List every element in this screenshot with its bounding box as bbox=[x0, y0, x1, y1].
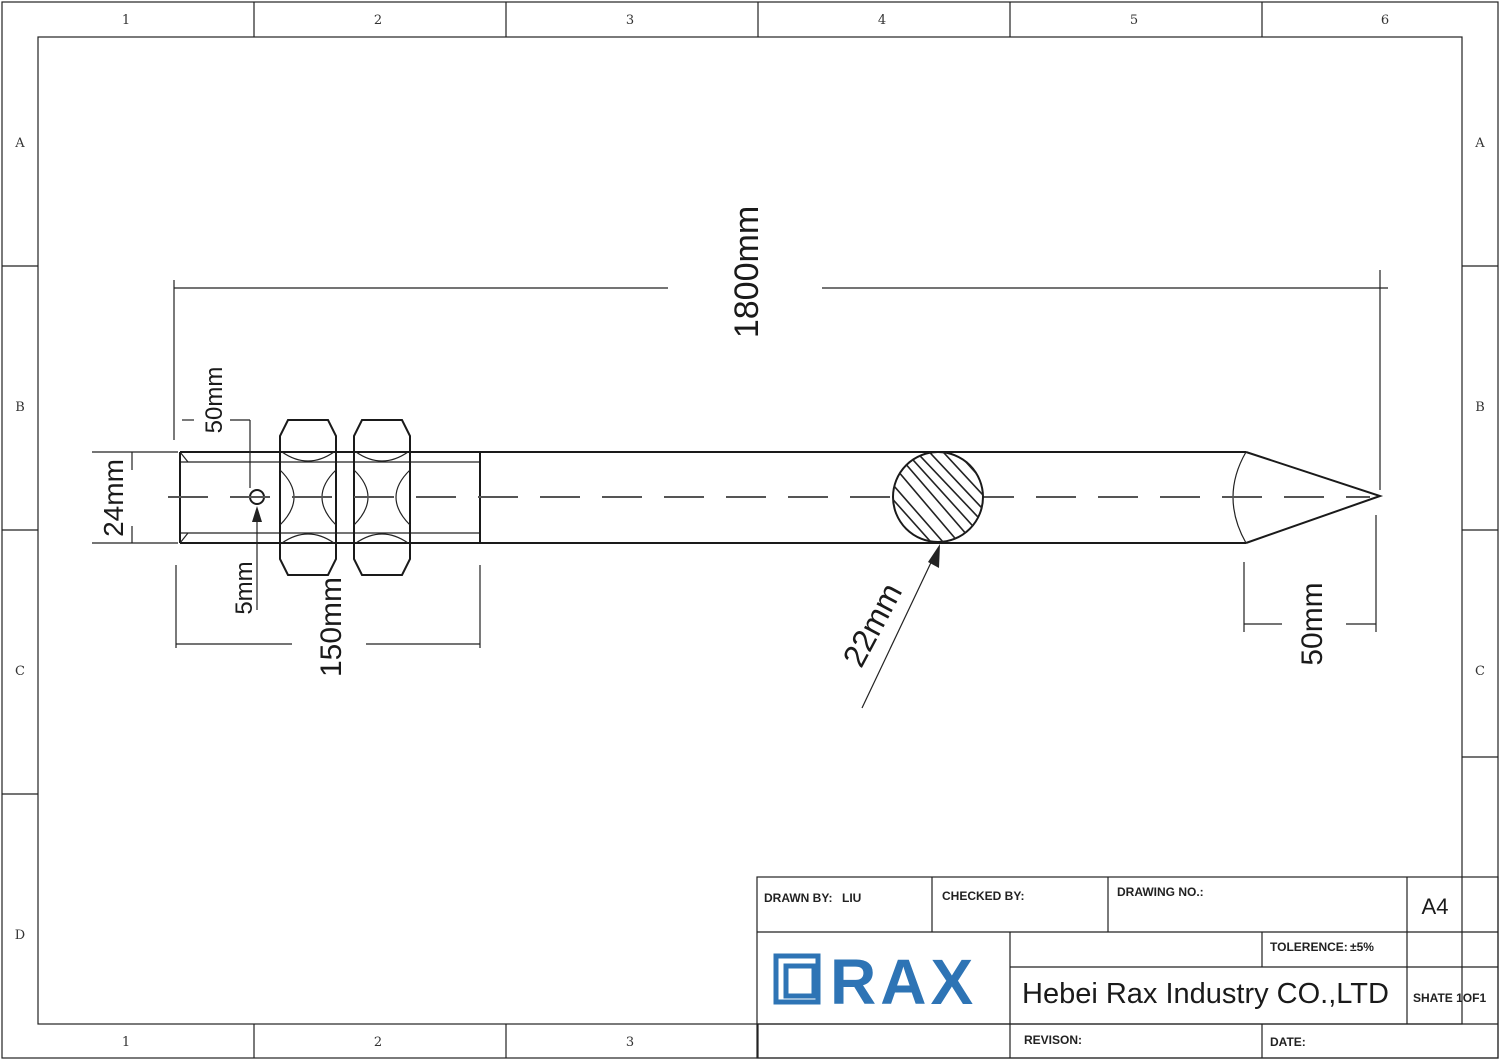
zone-col-6-top: 6 bbox=[1381, 13, 1389, 28]
tolerance-label: TOLERENCE: bbox=[1270, 940, 1348, 954]
checked-by-label: CHECKED BY: bbox=[942, 889, 1024, 903]
drawing-no-label: DRAWING NO.: bbox=[1117, 885, 1204, 899]
zone-col-4-top: 4 bbox=[878, 13, 886, 28]
dim-overall-length bbox=[173, 270, 1388, 490]
dim-thread-length bbox=[175, 565, 481, 648]
ground-rod-part bbox=[168, 419, 1384, 576]
label-rod-diameter: 22mm bbox=[836, 577, 910, 672]
label-thread-length: 150mm bbox=[315, 577, 348, 677]
dim-hole-diameter bbox=[252, 506, 262, 610]
drawn-by-label: DRAWN BY: bbox=[764, 891, 832, 905]
zone-col-1-top: 1 bbox=[122, 13, 130, 28]
zone-col-3-bottom: 3 bbox=[626, 1035, 634, 1050]
column-dividers bbox=[253, 2, 1263, 1058]
zone-col-1-bottom: 1 bbox=[122, 1035, 130, 1050]
label-hole-diameter: 5mm bbox=[231, 561, 258, 614]
zone-row-a-right: A bbox=[1474, 136, 1485, 151]
dim-rod-diameter bbox=[861, 544, 940, 709]
date-label: DATE: bbox=[1270, 1035, 1306, 1049]
dim-hole-offset bbox=[182, 419, 251, 488]
inner-frame bbox=[37, 36, 1463, 1025]
dim-thread-diameter bbox=[92, 451, 178, 544]
sheet-label: SHATE 1OF1 bbox=[1413, 991, 1486, 1005]
zone-col-3-top: 3 bbox=[626, 13, 634, 28]
zone-col-2-top: 2 bbox=[374, 13, 382, 28]
label-overall-length: 1800mm bbox=[728, 206, 766, 338]
zone-col-5-top: 5 bbox=[1130, 13, 1138, 28]
rax-logo: RAX bbox=[773, 946, 977, 1018]
zone-row-a-left: A bbox=[14, 136, 25, 151]
rod-tip bbox=[1245, 451, 1384, 544]
drawn-by-value: LIU bbox=[842, 891, 861, 905]
label-thread-diameter: 24mm bbox=[98, 459, 129, 537]
zone-row-b-left: B bbox=[15, 400, 25, 415]
label-tip-length: 50mm bbox=[1296, 582, 1329, 665]
revision-label: REVISON: bbox=[1024, 1033, 1082, 1047]
zone-col-2-bottom: 2 bbox=[374, 1035, 382, 1050]
title-block-grid bbox=[756, 876, 1499, 1059]
dim-tip-length bbox=[1243, 515, 1377, 632]
sheet-size: A4 bbox=[1422, 894, 1449, 919]
cross-section bbox=[892, 451, 984, 543]
label-hole-offset: 50mm bbox=[201, 367, 228, 434]
zone-row-c-left: C bbox=[15, 664, 25, 679]
zone-row-c-right: C bbox=[1475, 664, 1485, 679]
logo-text: RAX bbox=[830, 946, 977, 1018]
tolerance-value: ±5% bbox=[1350, 940, 1374, 954]
rax-logo-mark bbox=[773, 953, 821, 1005]
zone-row-d-left: D bbox=[15, 928, 25, 943]
company-name: Hebei Rax Industry CO.,LTD bbox=[1022, 978, 1389, 1010]
row-dividers bbox=[2, 265, 1498, 795]
zone-row-b-right: B bbox=[1475, 400, 1485, 415]
